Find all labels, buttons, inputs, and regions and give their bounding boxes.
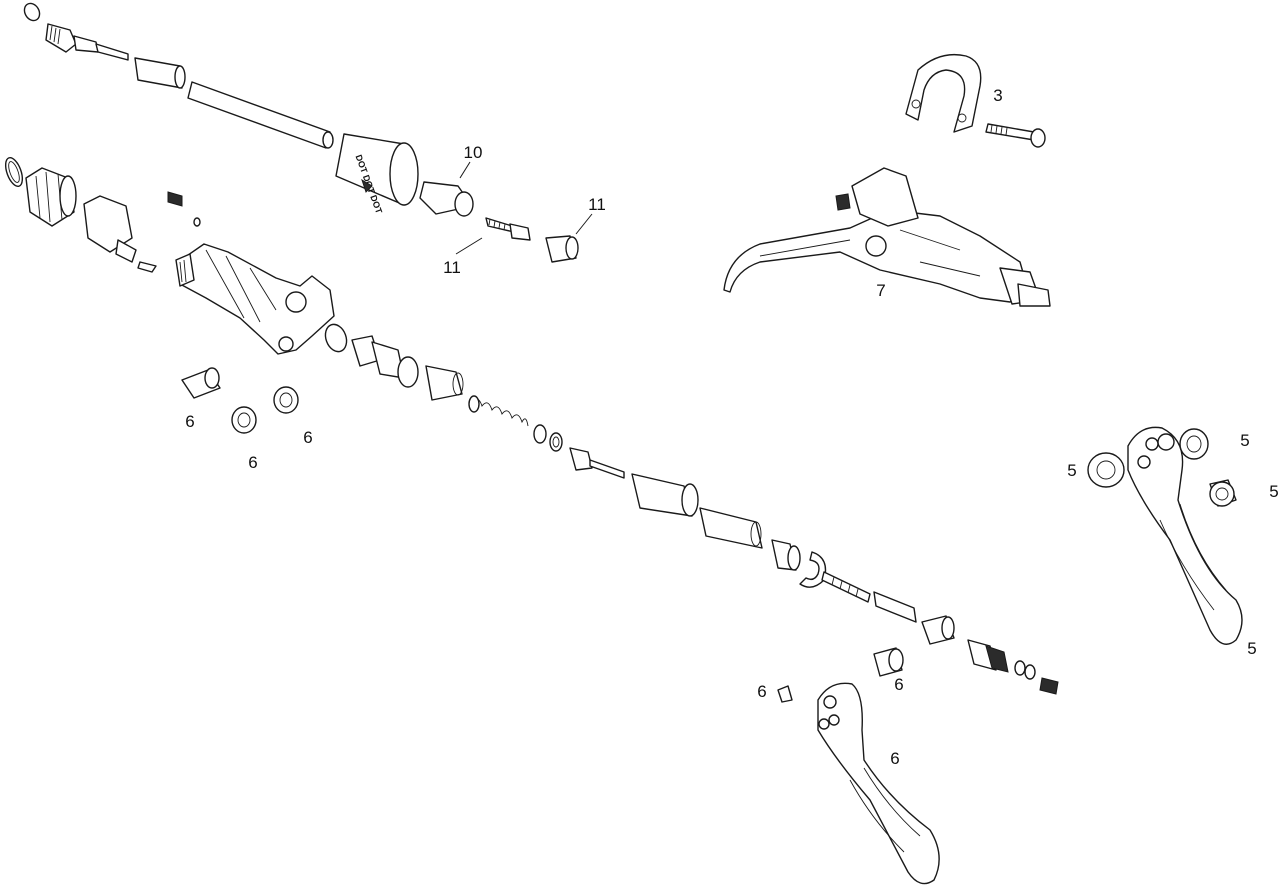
callout-7: 7 [876, 281, 885, 300]
contact-adjust-knob [967, 639, 1009, 673]
hose-olive-sleeve [134, 57, 186, 89]
callout-10: 10 [464, 143, 483, 162]
callout-5-a: 5 [1067, 461, 1076, 480]
callout-6-e: 6 [757, 682, 766, 701]
reservoir-o-ring [4, 157, 24, 187]
callout-6-c: 6 [303, 428, 312, 447]
part-6-washer-left [231, 406, 257, 434]
callout-6-d: 6 [894, 675, 903, 694]
piston-sleeve [425, 365, 464, 401]
part-7-assembled-brake-lever [723, 167, 1051, 307]
return-spring [468, 395, 529, 427]
callout-6-b: 6 [248, 453, 257, 472]
callout-5-b: 5 [1240, 431, 1249, 450]
spring-washer [533, 424, 547, 444]
hose-cover-boot: DOT DOT DOT [335, 133, 419, 215]
part-11-bleed-nut [545, 235, 579, 263]
part-3-clamp-bolt [985, 123, 1046, 148]
set-screw-small [167, 191, 201, 227]
hose-tube [187, 81, 334, 149]
part-11-bleed-screw [485, 217, 531, 241]
part-6-bushing-left [181, 367, 221, 399]
circlip [799, 551, 827, 588]
small-screw [1039, 677, 1059, 695]
callout-6-a: 6 [185, 412, 194, 431]
push-rod-housing [699, 507, 763, 549]
lever-body [175, 243, 335, 355]
leader-10 [459, 161, 471, 179]
callout-6-f: 6 [890, 749, 899, 768]
part-6-bushing-bottom-a [873, 647, 904, 677]
hose-o-ring [23, 2, 41, 22]
part-5-washer-b [1179, 428, 1209, 460]
part-3-handlebar-clamp [905, 53, 982, 133]
hose-fitting-threaded [45, 23, 129, 61]
callout-3: 3 [993, 86, 1002, 105]
part-6-washer-right [273, 386, 299, 414]
callout-5-d: 5 [1247, 639, 1256, 658]
part-5-bushing [1209, 479, 1237, 507]
small-spring [1014, 660, 1036, 680]
reservoir-retainer [83, 195, 157, 273]
pivot-bushing [921, 615, 955, 645]
piston-head [569, 447, 625, 479]
adjuster-screw [821, 571, 917, 623]
callout-5-c: 5 [1269, 482, 1278, 501]
part-10-hose-barb [419, 181, 474, 217]
lever-body-o-ring [324, 323, 348, 353]
leader-11-right [575, 213, 593, 235]
part-6-bushing-bottom-b [777, 685, 793, 703]
part-6-lever-blade-bottom [817, 682, 940, 885]
part-5-lever-blade-right [1127, 426, 1243, 645]
piston-cup [351, 335, 419, 388]
seal-ring [549, 432, 563, 452]
piston-bore-sleeve [631, 473, 699, 517]
callout-11-left: 11 [443, 258, 461, 277]
leader-11-left [455, 237, 483, 255]
adjuster-cap [771, 539, 801, 571]
reservoir-cap-threaded [25, 167, 77, 227]
callout-11-right: 11 [588, 195, 606, 214]
part-5-washer-a [1087, 452, 1125, 488]
